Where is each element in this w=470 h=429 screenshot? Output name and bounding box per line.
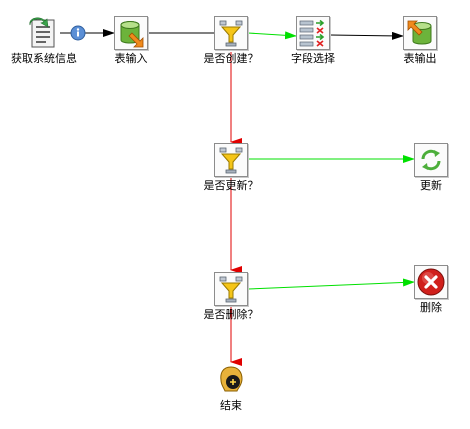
select-values-icon: [296, 16, 330, 50]
hop-is-delete-true[interactable]: [247, 278, 415, 290]
step-update[interactable]: 更新: [391, 143, 470, 192]
filter-icon: [214, 272, 248, 306]
step-label: 是否删除？: [203, 308, 259, 321]
step-label: 表输入: [114, 52, 148, 65]
step-get-system-info[interactable]: 获取系统信息: [4, 16, 84, 65]
step-select-fields[interactable]: 字段选择: [273, 16, 353, 65]
step-label: 表输出: [403, 52, 437, 65]
step-end[interactable]: 结束: [191, 363, 271, 412]
end-icon: [214, 363, 248, 397]
table-output-icon: [403, 16, 437, 50]
step-label: 获取系统信息: [11, 52, 77, 65]
step-label: 删除: [420, 301, 442, 314]
table-input-icon: [114, 16, 148, 50]
hop-is-create-true[interactable]: [247, 31, 297, 40]
step-label: 是否创建？: [203, 52, 259, 65]
step-label: 是否更新？: [203, 179, 259, 192]
filter-icon: [214, 16, 248, 50]
step-label: 更新: [420, 179, 442, 192]
delete-icon: [414, 265, 448, 299]
step-table-input[interactable]: 表输入: [91, 16, 171, 65]
step-is-create[interactable]: 是否创建？: [191, 16, 271, 65]
info-icon: [70, 25, 86, 41]
update-icon: [414, 143, 448, 177]
step-is-delete[interactable]: 是否删除？: [191, 272, 271, 321]
step-is-update[interactable]: 是否更新？: [191, 143, 271, 192]
hop-select-fields-to-table-output[interactable]: [329, 31, 404, 40]
system-info-icon: [27, 16, 61, 50]
step-label: 结束: [220, 399, 242, 412]
step-delete[interactable]: 删除: [391, 265, 470, 314]
step-label: 字段选择: [291, 52, 335, 65]
step-table-output[interactable]: 表输出: [380, 16, 460, 65]
filter-icon: [214, 143, 248, 177]
